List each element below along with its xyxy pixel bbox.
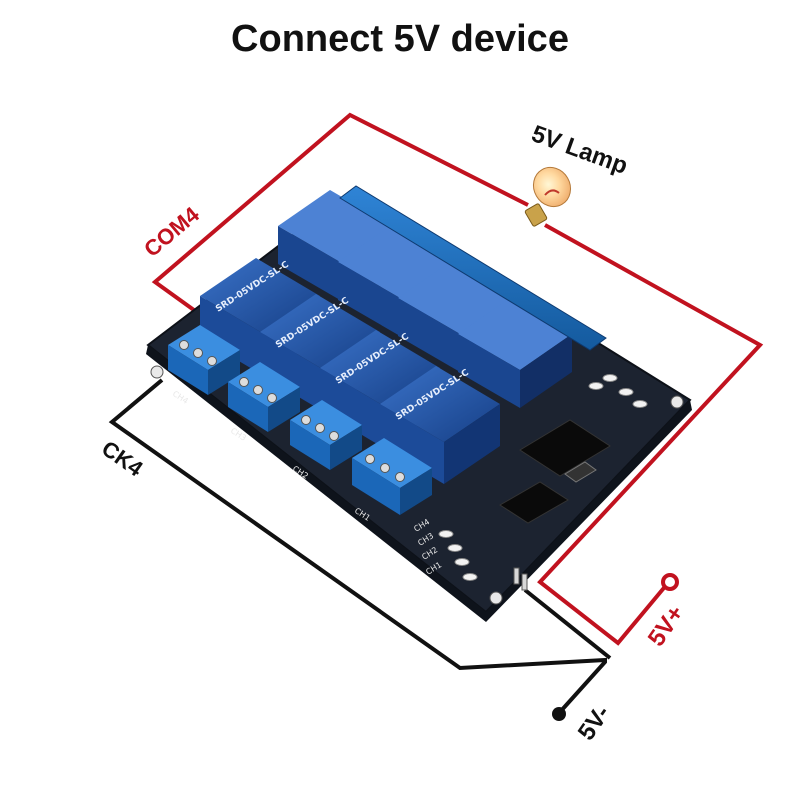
terminal-block-ch3 <box>228 362 300 432</box>
terminal-block-ch4 <box>168 325 240 395</box>
ic-chip-2 <box>499 481 569 524</box>
5v-plus-terminal <box>661 573 679 591</box>
back-terminal-strip <box>339 185 607 351</box>
5v-minus-label: 5V- <box>573 700 616 745</box>
status-leds <box>438 374 648 581</box>
lamp-icon <box>524 166 572 227</box>
relay-front-4: SRD-05VDC-SL-C <box>380 366 500 484</box>
5v-plus-label: 5V+ <box>643 600 690 651</box>
diagram-title: Connect 5V device <box>231 18 569 60</box>
5v-minus-terminal <box>552 707 566 721</box>
ic-chip <box>519 419 611 477</box>
relay-board: CH1 CH2 CH3 CH4 <box>146 185 692 622</box>
terminal-block-ch1 <box>352 438 432 515</box>
power-header <box>513 567 528 591</box>
channel-label-ch4: CH4 <box>171 389 190 406</box>
black-wire <box>108 378 612 714</box>
terminal-block-ch2 <box>290 400 362 470</box>
ir-receiver <box>564 461 597 483</box>
com4-label: COM4 <box>139 201 204 261</box>
relay-back-4 <box>458 298 572 408</box>
